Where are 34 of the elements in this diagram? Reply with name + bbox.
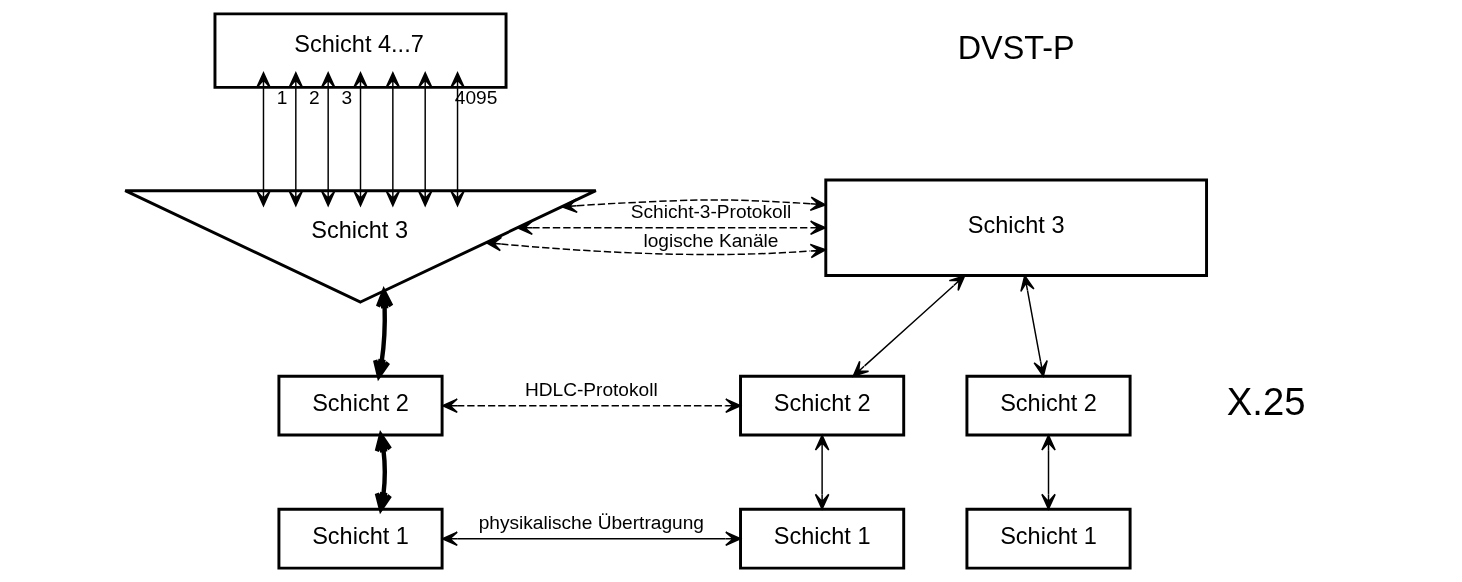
- arrow: [352, 71, 368, 207]
- node-box: Schicht 1: [964, 507, 1132, 570]
- edge-label: logische Kanäle: [642, 230, 778, 252]
- arrow: [320, 71, 335, 207]
- node-box: Schicht 3: [823, 178, 1208, 278]
- node-box: Schicht 1: [276, 507, 444, 570]
- edge-label: 2: [308, 87, 320, 109]
- arrow: [441, 398, 741, 413]
- node-box: Schicht 2: [738, 374, 905, 437]
- node-box: Schicht 1: [738, 507, 905, 570]
- edge-label: HDLC-Protokoll: [524, 378, 658, 400]
- arrow: [441, 531, 741, 547]
- arrow: [417, 71, 433, 207]
- node-box: Schicht 2: [276, 374, 444, 437]
- arrow: [485, 236, 826, 259]
- arrow: [1040, 434, 1056, 510]
- arrow: [385, 71, 400, 207]
- edge-label: Schicht-3-Protokoll: [630, 201, 791, 223]
- arrow: [851, 274, 965, 377]
- edge-label: physikalische Übertragung: [478, 512, 704, 534]
- arrow: [449, 71, 465, 207]
- arrow: [1019, 274, 1048, 377]
- arrow: [814, 434, 829, 510]
- edge-label: 3: [340, 87, 352, 109]
- arrow: [255, 71, 271, 207]
- label: X.25: [1226, 379, 1305, 423]
- arrow: [560, 196, 826, 214]
- edge-label: 1: [276, 87, 287, 109]
- arrow: [374, 433, 392, 512]
- arrow: [516, 220, 826, 236]
- label: DVST-P: [957, 29, 1075, 66]
- node-box: Schicht 2: [964, 374, 1132, 437]
- arrow: [287, 71, 303, 207]
- arrow: [372, 289, 393, 379]
